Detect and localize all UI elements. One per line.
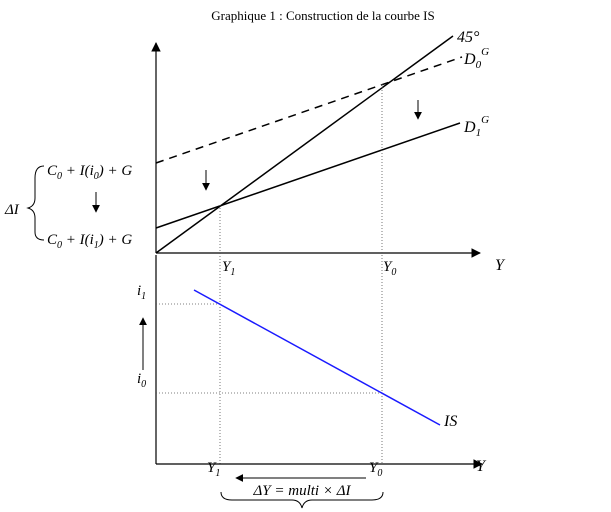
- lower-tick-y1: Y1: [207, 460, 220, 479]
- is-curve-label: IS: [443, 413, 457, 430]
- lower-tick-y0: Y0: [369, 460, 382, 479]
- delta-i-label: ΔI: [4, 202, 20, 218]
- label-d1g: D1G: [463, 114, 489, 139]
- upper-x-axis-label: Y: [495, 257, 506, 274]
- line-d1g: [155, 122, 461, 229]
- upper-tick-y1: Y1: [222, 259, 235, 278]
- tick-i0: i0: [137, 371, 146, 390]
- upper-panel: 45° D0G D1G Y Y1 Y0 C0 + I(i0) + G C0 + …: [4, 29, 506, 465]
- label-45-degree: 45°: [457, 29, 480, 46]
- label-d0g: D0G: [463, 46, 489, 71]
- delta-i-brace: [26, 165, 45, 241]
- multiplier-brace: [220, 491, 384, 509]
- line-d0g: [155, 56, 463, 164]
- is-curve: [193, 289, 441, 426]
- tick-i1: i1: [137, 283, 146, 302]
- lower-x-axis-label: Y: [476, 458, 487, 475]
- line-45-degree: [155, 35, 454, 254]
- multiplier-label: ΔY = multi × ΔI: [252, 483, 351, 499]
- intercept-label-0: C0 + I(i0) + G: [47, 163, 132, 182]
- upper-tick-y0: Y0: [383, 259, 396, 278]
- lower-panel: i1 i0 IS Y Y1 Y0 ΔY = multi × ΔI: [137, 255, 487, 509]
- figure-title: Graphique 1 : Construction de la courbe …: [211, 8, 434, 23]
- intercept-label-1: C0 + I(i1) + G: [47, 232, 132, 251]
